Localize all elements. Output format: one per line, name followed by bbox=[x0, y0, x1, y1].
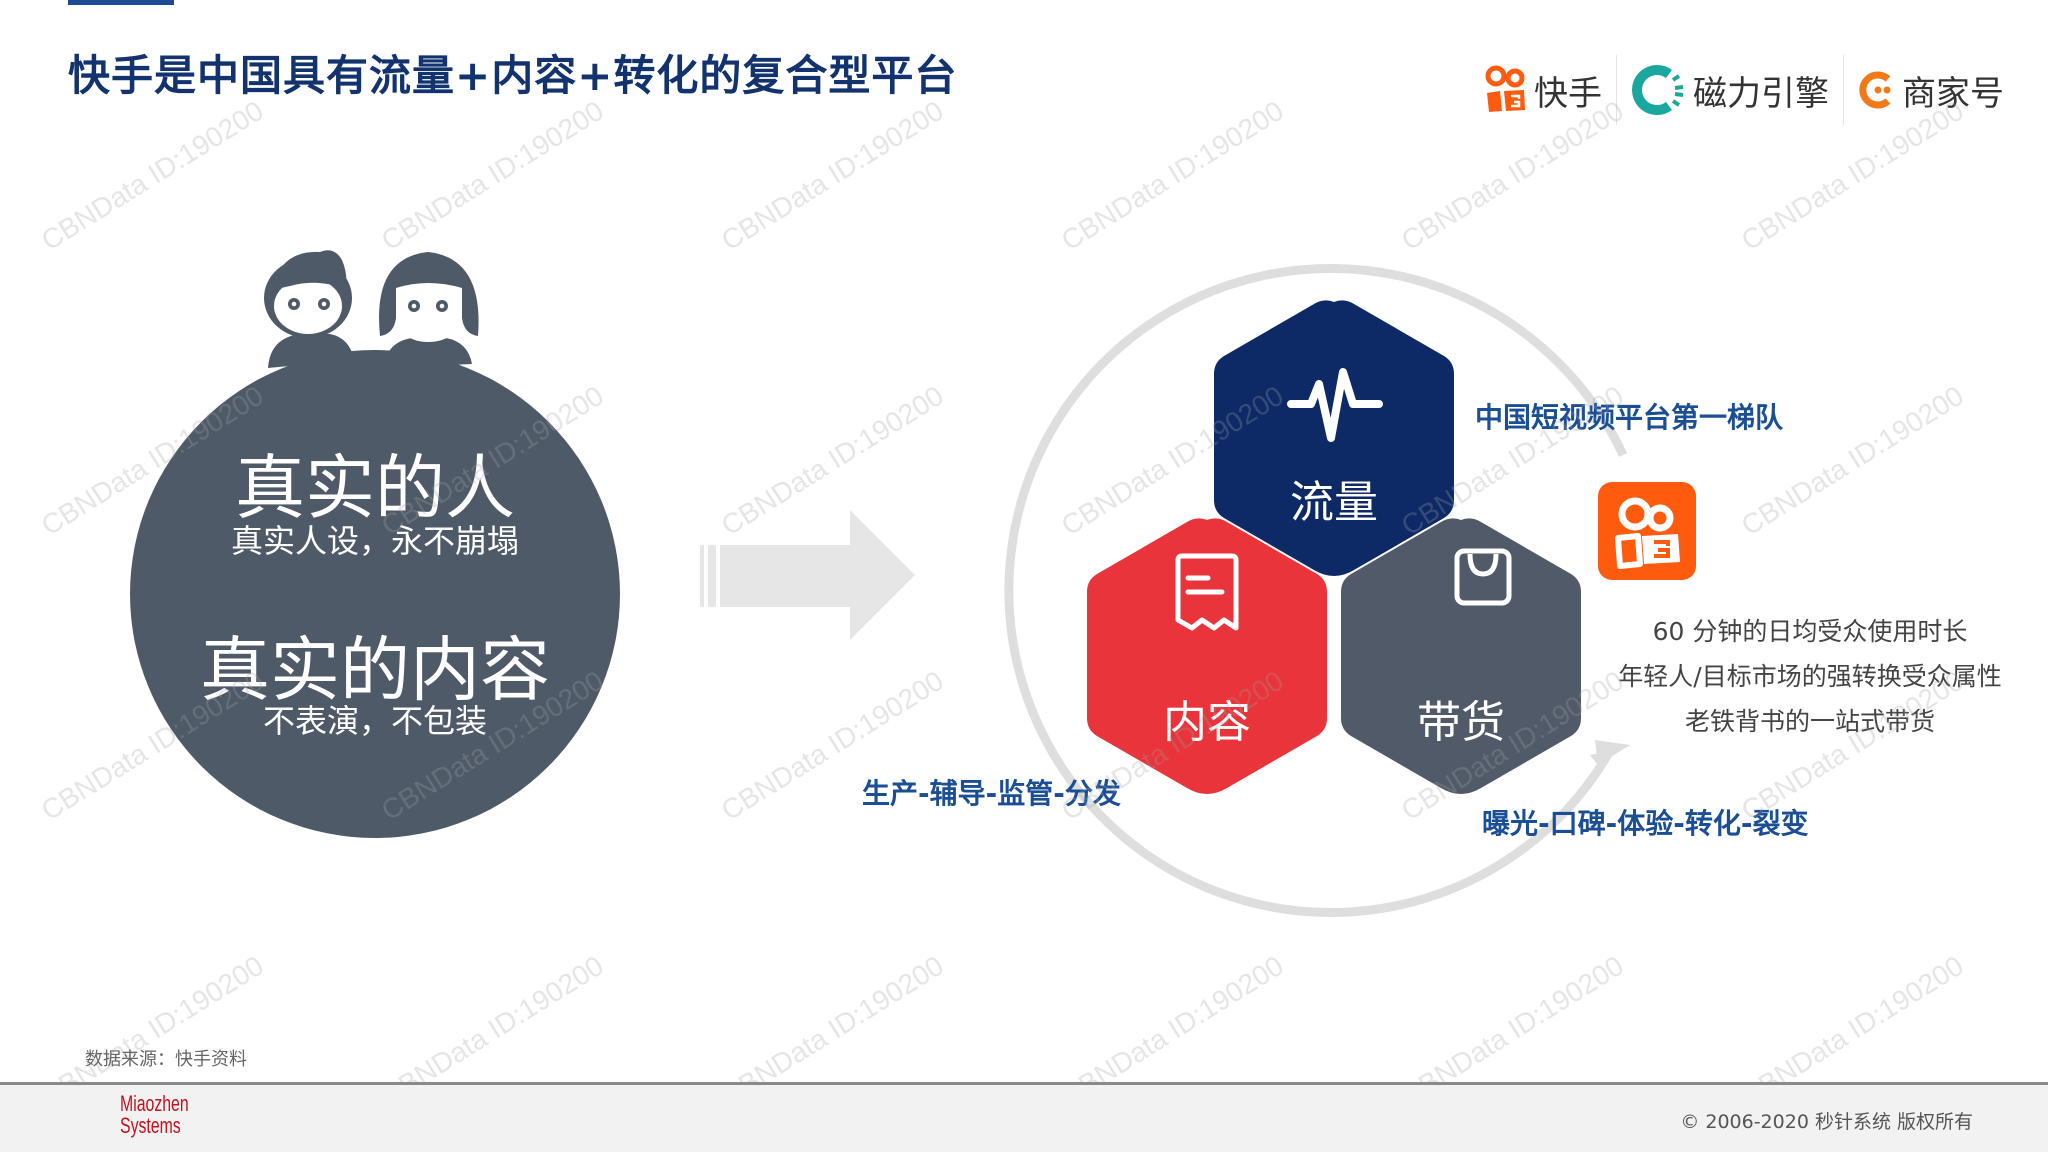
kuaishou-logo-icon bbox=[1485, 65, 1525, 112]
footer-bar: Miaozhen Systems © 2006-2020 秒针系统 版权所有 bbox=[0, 1082, 2048, 1152]
data-source-note: 数据来源：快手资料 bbox=[85, 1049, 247, 1070]
feature-line-1: 60 分钟的日均受众使用时长 bbox=[1652, 617, 1968, 646]
real-people-heading: 真实的人 bbox=[235, 447, 515, 529]
real-people-subtext: 真实人设，永不崩塌 bbox=[230, 522, 519, 560]
hexagon-commerce-label: 带货 bbox=[1417, 697, 1505, 748]
receipt-document-icon bbox=[1175, 553, 1239, 631]
content-annotation: 生产-辅导-监管-分发 bbox=[862, 777, 1121, 810]
hexagon-content bbox=[1087, 518, 1327, 794]
boy-girl-people-icon bbox=[264, 250, 479, 368]
brand-cili: 磁力引擎 bbox=[1616, 55, 1843, 125]
right-arrow-icon bbox=[700, 510, 915, 640]
feature-line-3: 老铁背书的一站式带货 bbox=[1684, 707, 1935, 736]
real-content-heading: 真实的内容 bbox=[200, 629, 550, 711]
feature-line-2: 年轻人/目标市场的强转换受众属性 bbox=[1618, 662, 2002, 691]
real-people-circle bbox=[130, 350, 620, 838]
watermark: CBNData ID:190200 bbox=[35, 94, 269, 257]
brand-cili-label: 磁力引擎 bbox=[1693, 73, 1829, 114]
watermark: CBNData ID:190200 bbox=[1055, 94, 1289, 257]
hexagon-traffic-label: 流量 bbox=[1290, 477, 1378, 528]
watermark: CBNData ID:190200 bbox=[715, 94, 949, 257]
traffic-annotation: 中国短视频平台第一梯队 bbox=[1475, 401, 1784, 434]
brand-kuaishou: 快手 bbox=[1470, 55, 1616, 125]
top-accent-bar bbox=[68, 0, 174, 5]
miaozhen-logo-line1: Miaozhen bbox=[120, 1091, 189, 1116]
real-content-subtext: 不表演，不包装 bbox=[262, 702, 487, 740]
copyright-text: © 2006-2020 秒针系统 版权所有 bbox=[1680, 1111, 1973, 1133]
brand-logo-bar: 快手 磁力引擎 商家号 bbox=[1470, 55, 2018, 125]
hexagon-commerce bbox=[1341, 518, 1581, 794]
shangjiahao-logo-icon bbox=[1859, 71, 1891, 109]
commerce-annotation: 曝光-口碑-体验-转化-裂变 bbox=[1482, 807, 1809, 840]
miaozhen-logo: Miaozhen Systems bbox=[120, 1093, 189, 1137]
brand-kuaishou-label: 快手 bbox=[1534, 73, 1602, 114]
kuaishou-app-icon bbox=[1598, 482, 1696, 580]
hexagon-content-label: 内容 bbox=[1163, 697, 1251, 748]
pulse-wave-icon bbox=[1287, 368, 1383, 442]
brand-shangjiahao-label: 商家号 bbox=[1902, 73, 2004, 114]
cili-engine-logo-icon bbox=[1632, 65, 1684, 115]
shopping-bag-icon bbox=[1454, 548, 1512, 606]
cycle-ring-arrows bbox=[1004, 264, 1630, 917]
kuaishou-camera-glyph-icon bbox=[1615, 497, 1680, 569]
brand-shangjiahao: 商家号 bbox=[1843, 55, 2018, 125]
page-title: 快手是中国具有流量+内容+转化的复合型平台 bbox=[68, 51, 958, 100]
miaozhen-logo-line2: Systems bbox=[120, 1113, 181, 1138]
watermark: CBNData ID:190200 bbox=[375, 94, 609, 257]
